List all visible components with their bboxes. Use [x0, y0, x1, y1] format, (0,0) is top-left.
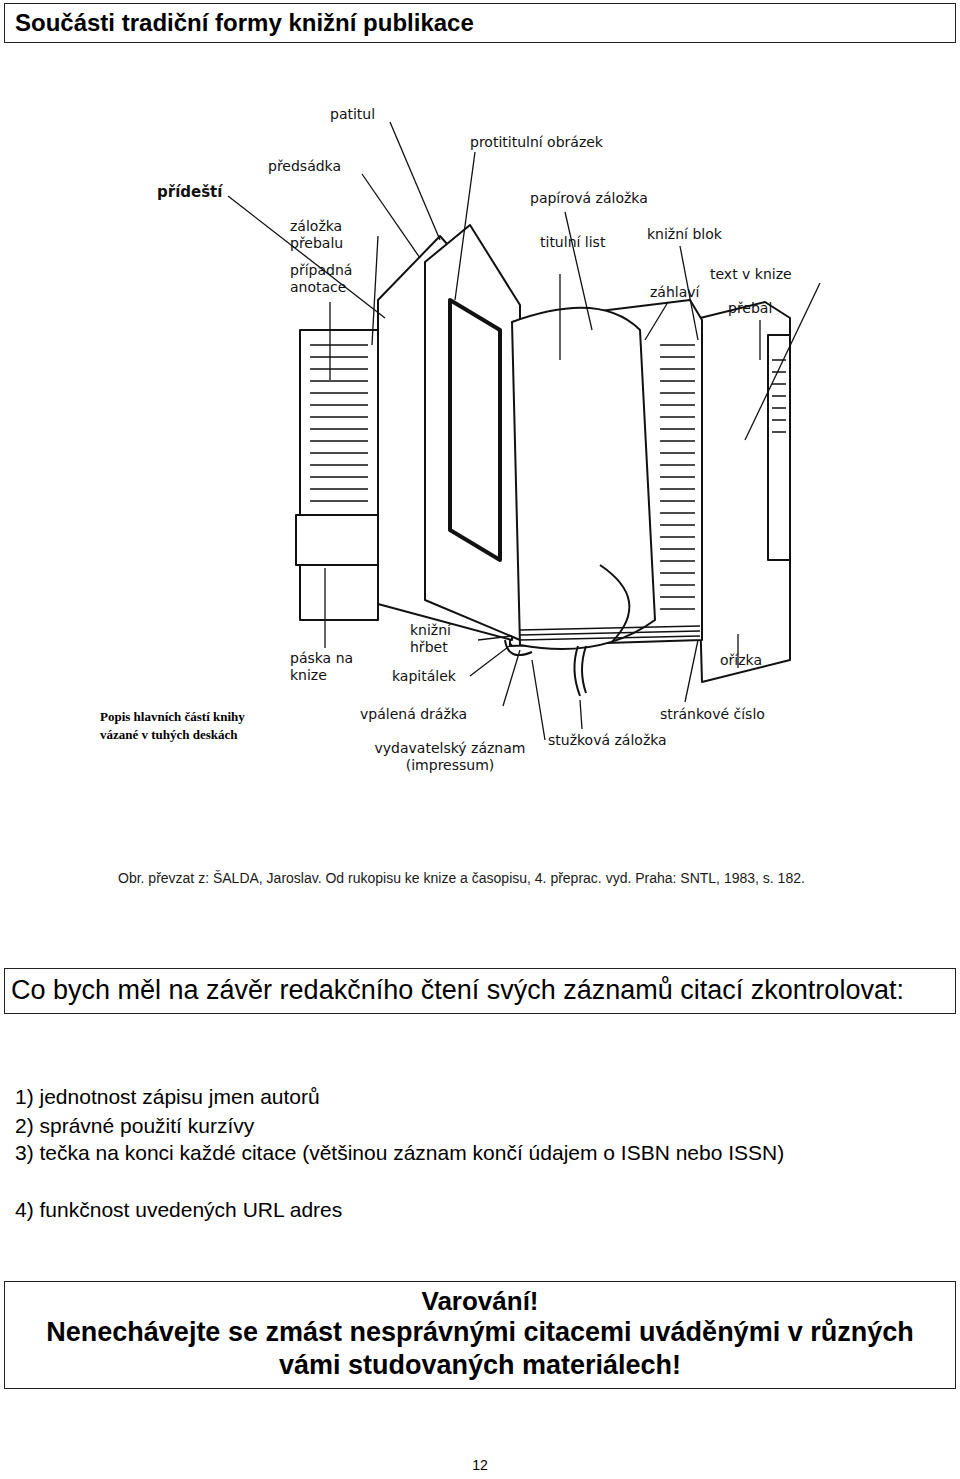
part-label: kapitálek — [392, 668, 456, 685]
checklist-item: 1) jednotnost zápisu jmen autorů — [15, 1083, 945, 1110]
box-text: Co bych měl na závěr redakčního čtení sv… — [11, 973, 949, 1007]
checklist-item: 3) tečka na konci každé citace (většinou… — [15, 1139, 945, 1166]
part-label: páska na knize — [290, 650, 362, 684]
part-label: předsádka — [268, 158, 341, 175]
part-label: knižní hřbet — [410, 622, 480, 656]
book-text-lines — [660, 345, 695, 609]
warning-box: Varování!Nenechávejte se zmást nesprávný… — [4, 1281, 956, 1389]
box-text: Nenechávejte se zmást nesprávnými citace… — [13, 1316, 947, 1382]
part-label: text v knize — [710, 266, 792, 283]
leader-line — [362, 174, 420, 258]
leader-line — [565, 212, 592, 330]
leader-line — [759, 320, 760, 360]
part-label: vpálená drážka — [360, 706, 467, 723]
page-number: 12 — [430, 1457, 530, 1473]
part-label: patitul — [330, 106, 375, 123]
part-label: přebal — [728, 300, 772, 317]
figure-note: Popis hlavních částí knihy vázané v tuhý… — [100, 708, 270, 744]
figure-caption: Obr. převzat z: ŠALDA, Jaroslav. Od ruko… — [118, 870, 938, 887]
leader-line — [470, 644, 512, 676]
book-band — [296, 515, 388, 565]
part-label: protititulní obrázek — [470, 134, 603, 151]
jacket-text-lines — [310, 345, 368, 501]
part-label: vydavatelský záznam (impressum) — [360, 740, 540, 774]
leader-line — [645, 302, 668, 340]
leader-line — [324, 568, 325, 648]
part-label: záhlaví — [650, 284, 699, 301]
part-label: titulní list — [540, 234, 610, 251]
leader-line — [532, 660, 545, 740]
leader-line — [478, 636, 512, 640]
leader-line — [455, 152, 475, 300]
checklist-item: 4) funkčnost uvedených URL adres — [15, 1196, 945, 1223]
part-label: případná anotace — [290, 262, 372, 296]
part-label: papírová záložka — [530, 190, 648, 207]
page-heading: Součásti tradiční formy knižní publikace — [4, 3, 956, 43]
frontispiece-leaf — [425, 225, 520, 640]
frontispiece-picture — [450, 300, 500, 560]
page-edges — [520, 626, 700, 640]
part-label: přídeští — [157, 184, 222, 201]
leader-line — [559, 274, 560, 360]
ribbon-bookmark — [574, 646, 586, 696]
right-cover — [692, 302, 790, 682]
part-label: stužková záložka — [548, 732, 667, 749]
checklist-item: 2) správné použití kurzívy — [15, 1112, 945, 1139]
part-label: záložka přebalu — [290, 218, 372, 252]
checklist-box: Co bych měl na závěr redakčního čtení sv… — [4, 968, 956, 1014]
leader-line — [228, 196, 385, 318]
part-label: ořízka — [720, 652, 762, 669]
leader-line — [580, 700, 582, 729]
part-label: stránkové číslo — [660, 706, 765, 723]
page-curl — [600, 565, 629, 642]
leader-line — [685, 640, 698, 702]
leader-line — [503, 650, 520, 706]
title-page — [512, 308, 655, 649]
warning-heading: Varování! — [13, 1286, 947, 1316]
left-jacket-flap — [300, 330, 378, 620]
leader-line — [390, 122, 440, 240]
leader-line — [329, 302, 330, 380]
leader-line — [372, 236, 378, 345]
right-flap-lines — [772, 360, 786, 432]
part-label: knižní blok — [647, 226, 722, 243]
